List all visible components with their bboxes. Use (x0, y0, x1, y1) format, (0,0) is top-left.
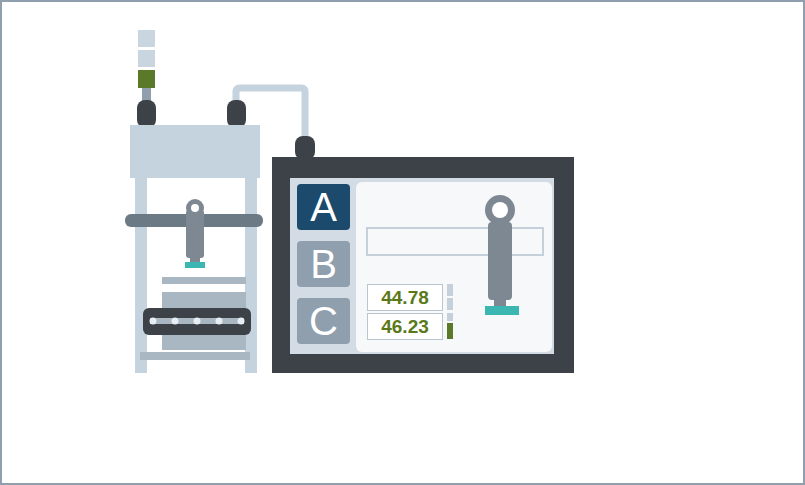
signal-tower (138, 30, 155, 102)
readout-value: 44.78 (381, 287, 429, 309)
tab-button: C (297, 298, 350, 344)
screen (272, 157, 574, 373)
tab-letter: B (310, 244, 337, 284)
press-machine (125, 125, 263, 373)
readout-value: 46.23 (381, 316, 429, 338)
tab-button: A (297, 184, 350, 230)
tab-letter: C (309, 301, 338, 341)
value-readout: 46.23 (367, 313, 443, 340)
belt-dot (172, 318, 179, 325)
tab-letter: A (310, 187, 337, 227)
belt-dot (238, 318, 245, 325)
belt-dot (150, 318, 157, 325)
value-readout: 44.78 (367, 284, 443, 311)
belt-dot (216, 318, 223, 325)
tab-button: B (297, 241, 350, 287)
belt-dot (194, 318, 201, 325)
